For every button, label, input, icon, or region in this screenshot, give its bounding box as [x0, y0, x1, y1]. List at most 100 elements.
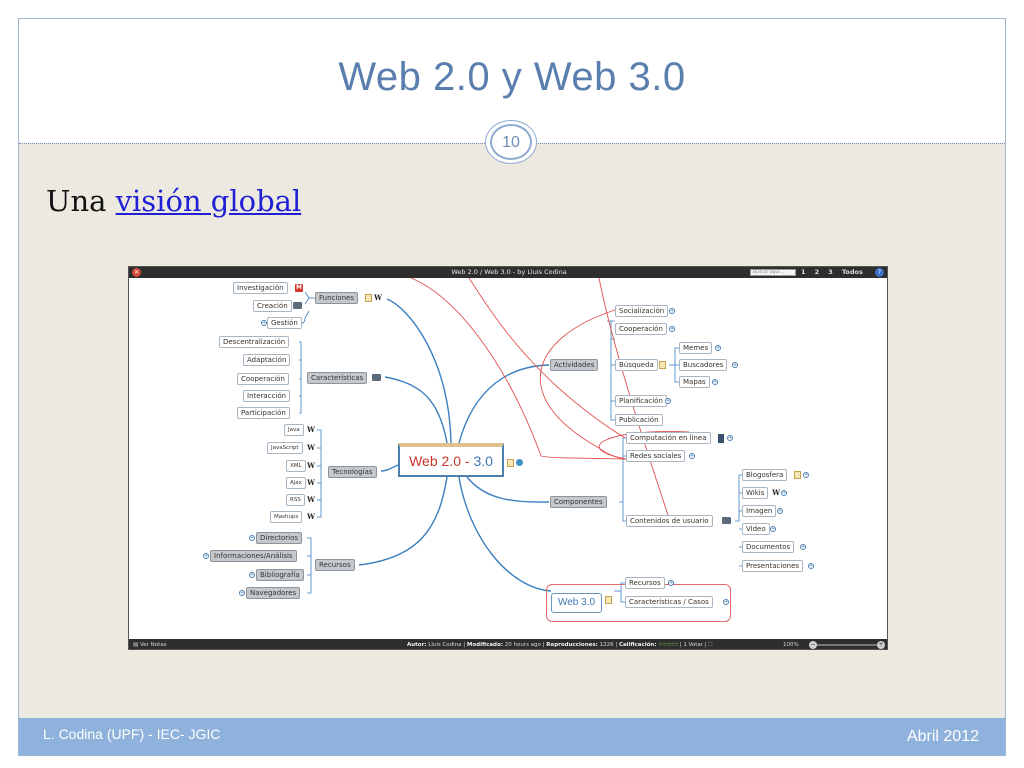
expand-icon[interactable]: +: [669, 308, 675, 314]
node-descentralizacion[interactable]: Descentralización: [219, 336, 290, 348]
rating-stars[interactable]: ☆☆☆☆☆: [658, 642, 679, 648]
node-imagen[interactable]: Imagen: [742, 505, 777, 517]
image-icon: [372, 374, 381, 381]
expand-icon[interactable]: +: [665, 398, 671, 404]
wikipedia-icon[interactable]: W: [307, 478, 315, 487]
node-interaccion[interactable]: Interacción: [243, 390, 291, 402]
expand-icon[interactable]: +: [723, 599, 729, 605]
expand-icon[interactable]: +: [669, 326, 675, 332]
node-informaciones[interactable]: Informaciones/Análisis: [210, 550, 297, 562]
expand-icon[interactable]: +: [249, 572, 255, 578]
book-icon: [718, 434, 724, 443]
wikipedia-icon[interactable]: W: [374, 293, 382, 302]
node-recursos[interactable]: Recursos: [315, 559, 355, 571]
view-notes-button[interactable]: ▤ Ver Notas: [133, 642, 167, 648]
expand-icon[interactable]: +: [261, 320, 267, 326]
node-presentaciones[interactable]: Presentaciones: [742, 560, 804, 572]
expand-icon[interactable]: +: [808, 563, 814, 569]
node-ajax[interactable]: Ajax: [286, 477, 306, 489]
node-contenidos-de-usuario[interactable]: Contenidos de usuario: [626, 515, 713, 527]
wikipedia-icon[interactable]: W: [307, 443, 315, 452]
node-participacion[interactable]: Participación: [237, 407, 290, 419]
expand-icon[interactable]: +: [239, 590, 245, 596]
node-caracteristicas[interactable]: Características: [307, 372, 368, 384]
mindmap-center-node[interactable]: Web 2.0 - 3.0: [398, 443, 504, 477]
node-wikis[interactable]: Wikis: [742, 487, 769, 499]
nav-item-2[interactable]: 2: [814, 268, 820, 276]
image-icon: [293, 302, 302, 309]
node-planificacion[interactable]: Planificación: [615, 395, 667, 407]
node-cooperacion-right[interactable]: Cooperación: [615, 323, 667, 335]
wikipedia-icon[interactable]: W: [772, 488, 780, 497]
wikipedia-icon[interactable]: W: [307, 512, 315, 521]
node-xml[interactable]: XML: [286, 460, 306, 472]
node-mashups[interactable]: Mashups: [270, 511, 303, 523]
node-rss[interactable]: RSS: [286, 494, 305, 506]
gmail-icon[interactable]: M: [295, 284, 303, 292]
expand-icon[interactable]: +: [800, 544, 806, 550]
node-documentos[interactable]: Documentos: [742, 541, 795, 553]
node-redes-sociales[interactable]: Redes sociales: [626, 450, 686, 462]
view-notes-label: Ver Notas: [139, 642, 167, 648]
expand-icon[interactable]: +: [203, 553, 209, 559]
node-memes[interactable]: Memes: [679, 342, 713, 354]
node-web3-recursos[interactable]: Recursos: [625, 577, 665, 589]
branch-tecnologias: [380, 464, 399, 472]
vision-global-link[interactable]: visión global: [115, 184, 302, 218]
vote-button[interactable]: 1 Votar: [683, 642, 704, 648]
node-publicacion[interactable]: Publicación: [615, 414, 663, 426]
node-componentes[interactable]: Componentes: [550, 496, 607, 508]
node-cooperacion-left[interactable]: Cooperación: [237, 373, 289, 385]
expand-icon[interactable]: +: [668, 580, 674, 586]
nav-item-3[interactable]: 3: [828, 268, 833, 276]
cross-link-5: [598, 431, 690, 460]
wikipedia-icon[interactable]: W: [307, 461, 315, 470]
node-computacion-en-linea[interactable]: Computación en línea: [626, 432, 711, 444]
expand-icon[interactable]: +: [712, 379, 718, 385]
node-directorios[interactable]: Directorios: [256, 532, 302, 544]
node-actividades[interactable]: Actividades: [550, 359, 599, 371]
rating-label: Calificación:: [618, 642, 657, 648]
expand-icon[interactable]: +: [715, 345, 721, 351]
node-funciones[interactable]: Funciones: [315, 292, 358, 304]
node-mapas[interactable]: Mapas: [679, 376, 710, 388]
expand-icon[interactable]: +: [781, 490, 787, 496]
nav-item-1[interactable]: 1: [801, 268, 806, 276]
node-tecnologias[interactable]: Tecnologías: [328, 466, 377, 478]
node-video[interactable]: Video: [742, 523, 770, 535]
node-web3-caracteristicas[interactable]: Características / Casos: [625, 596, 713, 608]
node-gestion[interactable]: Gestión: [267, 317, 302, 329]
expand-icon[interactable]: +: [803, 472, 809, 478]
zoom-slider[interactable]: [817, 644, 877, 646]
expand-icon[interactable]: +: [770, 526, 776, 532]
expand-icon[interactable]: +: [249, 535, 255, 541]
help-icon[interactable]: ?: [875, 268, 884, 277]
zoom-out-icon[interactable]: −: [809, 641, 817, 649]
nav-item-todos[interactable]: Todos: [841, 268, 863, 276]
expand-icon[interactable]: +: [727, 435, 733, 441]
expand-icon[interactable]: +: [732, 362, 738, 368]
node-web3[interactable]: Web 3.0: [551, 593, 602, 613]
node-java[interactable]: Java: [284, 424, 304, 436]
wikipedia-icon[interactable]: W: [307, 425, 315, 434]
node-navegadores[interactable]: Navegadores: [246, 587, 301, 599]
close-icon[interactable]: ✕: [132, 268, 141, 277]
fullscreen-icon[interactable]: ⛶: [708, 642, 713, 648]
node-investigacion[interactable]: Investigación: [233, 282, 288, 294]
expand-icon[interactable]: +: [689, 453, 695, 459]
note-icon[interactable]: [507, 459, 514, 467]
expand-icon[interactable]: +: [777, 508, 783, 514]
viewer-search-input[interactable]: Buscar aquí...: [750, 269, 796, 276]
mindmap-viewer: ✕ Web 2.0 / Web 3.0 - by Lluis Codina Bu…: [128, 266, 888, 650]
node-adaptacion[interactable]: Adaptación: [243, 354, 291, 366]
node-creacion[interactable]: Creación: [253, 300, 292, 312]
node-buscadores[interactable]: Buscadores: [679, 359, 728, 371]
wikipedia-icon[interactable]: W: [307, 495, 315, 504]
globe-icon[interactable]: [516, 459, 523, 466]
node-blogosfera[interactable]: Blogosfera: [742, 469, 788, 481]
node-socializacion[interactable]: Socialización: [615, 305, 669, 317]
node-bibliografia[interactable]: Bibliografía: [256, 569, 304, 581]
node-busqueda[interactable]: Búsqueda: [615, 359, 658, 371]
node-javascript[interactable]: JavaScript: [267, 442, 303, 454]
zoom-in-icon[interactable]: +: [877, 641, 885, 649]
